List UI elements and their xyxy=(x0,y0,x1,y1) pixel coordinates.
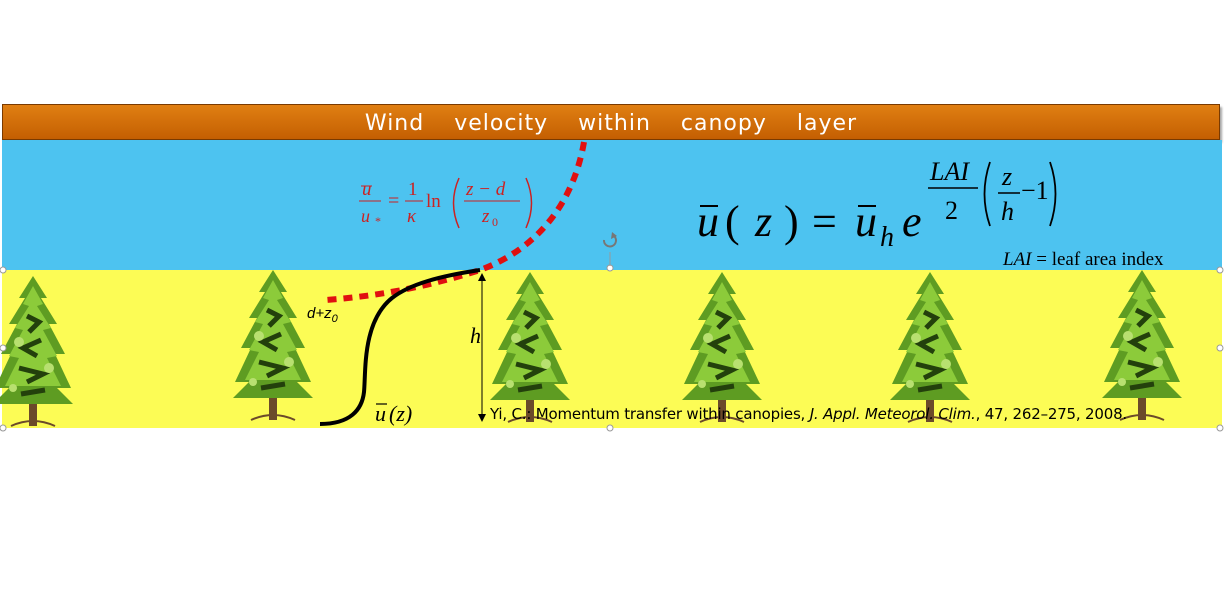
svg-text:(: ( xyxy=(725,197,740,246)
svg-text:=: = xyxy=(812,197,837,246)
citation-authors: Yi, C.: Momentum transfer within canopie… xyxy=(490,405,810,423)
selection-handles xyxy=(0,264,1224,432)
exp-eq-minus-one: −1 xyxy=(1021,176,1049,205)
exponential-profile-equation: u ( z ) = u h e LAI 2 z h −1 xyxy=(697,157,1057,253)
citation-details: , 47, 262–275, 2008. xyxy=(975,405,1128,423)
log-eq-star: * xyxy=(375,214,381,228)
citation: Yi, C.: Momentum transfer within canopie… xyxy=(490,405,1127,423)
canopy-region xyxy=(2,270,1222,428)
log-wind-profile xyxy=(325,141,587,303)
d-plus-z0-label: d+z0 xyxy=(307,305,339,325)
rotate-icon[interactable] xyxy=(603,235,617,248)
exp-eq-lai: LAI xyxy=(929,157,970,186)
tree-4 xyxy=(682,272,762,422)
canopy-height-label: h xyxy=(470,323,481,348)
exp-eq-two: 2 xyxy=(945,196,958,225)
svg-text:): ) xyxy=(784,197,799,246)
log-law-equation: u u * = 1 κ ln z − d z 0 xyxy=(359,177,533,229)
uz-arg: (z) xyxy=(389,401,412,426)
arrow-head-down xyxy=(478,414,486,422)
exp-eq-z-frac: z xyxy=(1001,162,1012,191)
exp-eq-h-frac: h xyxy=(1001,197,1014,226)
log-eq-u: u xyxy=(362,179,372,200)
exp-eq-u: u xyxy=(697,197,719,246)
uz-u: u xyxy=(375,401,386,426)
title-text: Wind velocity within canopy layer xyxy=(364,111,858,136)
lai-meaning: = leaf area index xyxy=(1032,249,1165,270)
lai-symbol: LAI xyxy=(1002,249,1033,270)
log-eq-z-minus-d: z − d xyxy=(465,179,506,200)
log-eq-kappa: κ xyxy=(407,206,417,227)
exp-eq-uh: u xyxy=(855,197,877,246)
tree-6 xyxy=(1102,270,1182,420)
lai-definition: LAI = leaf area index xyxy=(1002,249,1164,270)
exp-eq-z: z xyxy=(754,197,772,246)
log-eq-one: 1 xyxy=(408,179,418,200)
svg-text:=: = xyxy=(388,190,399,212)
tree-3 xyxy=(490,272,570,422)
log-eq-ustar: u xyxy=(361,206,370,226)
wind-profile-label: u (z) xyxy=(375,401,412,426)
sky-region xyxy=(2,140,1222,270)
tree-1 xyxy=(0,276,73,426)
arrow-head-up xyxy=(478,273,486,281)
exp-eq-h-sub: h xyxy=(880,222,894,253)
title-banner: Wind velocity within canopy layer xyxy=(2,104,1220,140)
citation-journal: J. Appl. Meteorol. Clim. xyxy=(809,405,976,423)
canopy-wind-profile xyxy=(319,268,481,426)
log-eq-z0: z xyxy=(481,206,490,227)
exp-eq-e: e xyxy=(902,197,922,246)
tree-2 xyxy=(233,270,313,420)
tree-5 xyxy=(890,272,970,422)
log-eq-ln: ln xyxy=(426,191,441,212)
log-eq-z0-sub: 0 xyxy=(492,215,498,229)
